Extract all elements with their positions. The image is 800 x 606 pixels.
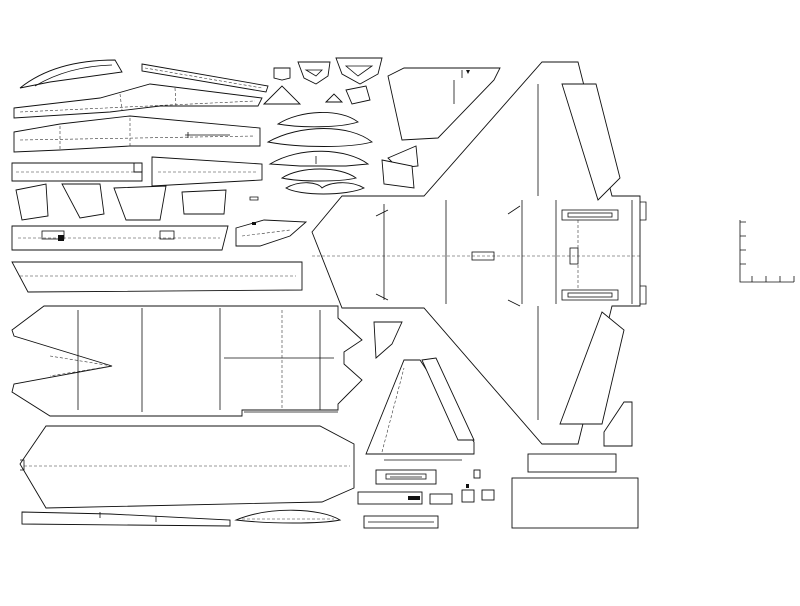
rudder-tab — [603, 401, 633, 447]
rib-former-row-1 — [11, 162, 143, 182]
airfoil-template — [234, 509, 342, 524]
stabilizer-strip-top — [141, 63, 269, 93]
rectangular-plate-small — [527, 453, 617, 473]
wing-spar-strip — [21, 511, 231, 527]
rectangular-plate-large — [511, 477, 639, 529]
vertical-fin-left — [387, 67, 501, 141]
fuselage-bottom-panel — [11, 305, 363, 417]
canopy-outline-part — [19, 59, 123, 89]
fuselage-top-strip — [11, 261, 303, 293]
small-fin-tab-b — [381, 159, 415, 189]
small-square-former — [373, 321, 403, 359]
tail-boom-strip — [151, 156, 263, 187]
wing-ribs-set — [266, 112, 373, 195]
fuselage-floor-panel — [19, 425, 355, 509]
nose-cone-part — [235, 219, 308, 247]
wing-panel-upper — [13, 83, 263, 119]
scale-ruler — [739, 220, 795, 283]
elevon-lower — [559, 311, 625, 425]
wing-panel-lower — [13, 115, 261, 153]
vertical-fin-right — [365, 357, 475, 461]
fuselage-side-strip — [11, 225, 229, 251]
servo-mount-parts — [357, 469, 495, 529]
rib-former-small-set — [262, 57, 383, 105]
main-wing-planform — [311, 61, 647, 445]
elevon-upper — [561, 83, 621, 201]
former-set-row-2 — [15, 183, 259, 221]
